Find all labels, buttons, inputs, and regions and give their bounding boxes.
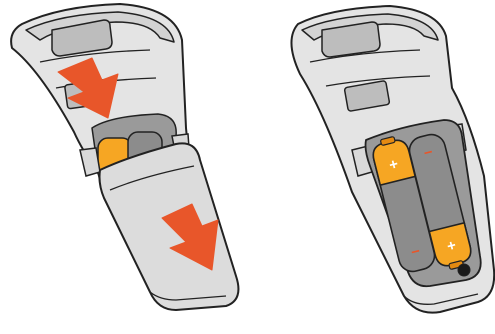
battery-left-top-terminal: + [387, 155, 400, 174]
battery-left: + − [372, 136, 436, 273]
left-top-window [51, 19, 113, 57]
arrow-down-icon [161, 203, 219, 271]
right-top-window [321, 21, 381, 58]
battery-right: − + [408, 133, 472, 270]
arrow-down-icon [57, 57, 119, 119]
right-remote-illustration: + − − + [290, 5, 495, 314]
battery-right-bottom-terminal: + [445, 237, 458, 256]
battery-right-top-terminal: − [422, 144, 435, 163]
right-slot [343, 80, 391, 112]
left-battery-cover [98, 142, 240, 311]
battery-left-bottom-terminal: − [409, 243, 422, 262]
left-remote-illustration [10, 3, 240, 311]
screw-hole [457, 263, 471, 277]
